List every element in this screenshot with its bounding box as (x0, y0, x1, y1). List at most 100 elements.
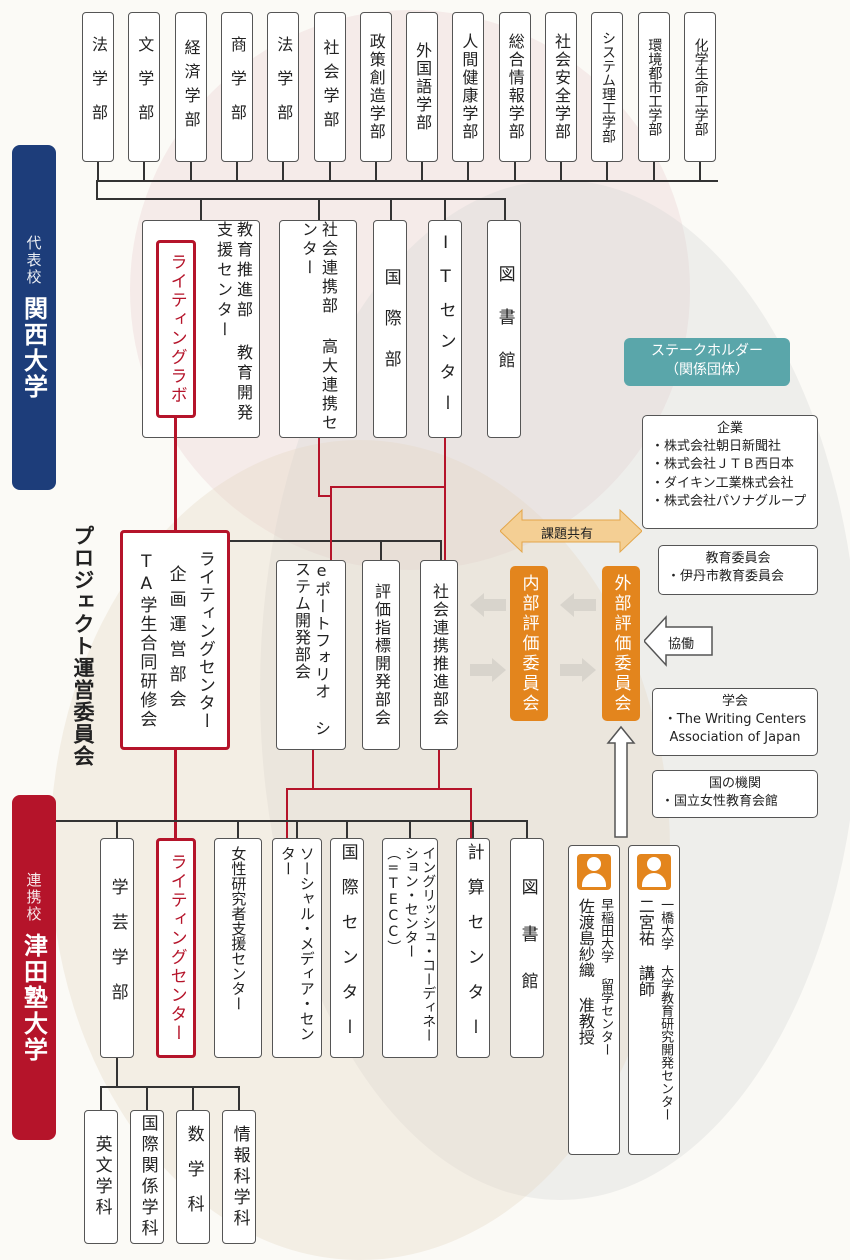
faculty-label: 文学部 (135, 36, 155, 138)
faculty-label: 外国語学部 (413, 42, 433, 132)
dept-tick (146, 1086, 148, 1110)
subgroup-eportfolio-label: eポートフォリオ システム開発部会 (292, 561, 331, 737)
faculty-box: 総合情報学部 (498, 12, 531, 162)
project-committee-title: プロジェクト運営委員会 (71, 525, 95, 767)
person-icon (577, 854, 611, 890)
stakeholder-group: 企業・株式会社朝日新聞社・株式会社ＪＴＢ西日本・ダイキン工業株式会社・株式会社パ… (642, 415, 818, 529)
stakeholder-subtitle: （関係団体） (665, 361, 749, 378)
faculty-box: 化学生命工学部 (683, 12, 716, 162)
stakeholder-group-heading: 教育委員会 (705, 551, 771, 566)
person-icon (637, 854, 671, 890)
cooperate-arrow (644, 615, 713, 667)
writing-center-committee: ライティングセンター 企画運営部会 TA学生合同研修会 (120, 530, 230, 750)
advisor-name: 二宮祐 講師 (635, 898, 655, 997)
gray-arrow-right-bottom-2 (560, 658, 596, 682)
faculty-box: 外国語学部 (406, 12, 439, 162)
top-trunk (96, 180, 98, 200)
faculty-label: 化学生命工学部 (692, 38, 709, 136)
stakeholder-header: ステークホルダー （関係団体） (624, 338, 790, 386)
shared-issues-label: 課題共有 (541, 527, 594, 542)
stakeholder-item: Association of Japan (669, 730, 801, 746)
stakeholder-group-heading: 学会 (721, 694, 748, 709)
faculty-tick (421, 162, 424, 180)
gray-arrow-left-top (470, 593, 506, 617)
faculty-label: 経済学部 (181, 39, 201, 135)
tsuda-unit-tick (296, 820, 298, 838)
faculty-tick (189, 162, 192, 180)
writing-lab: ライティングラボ (156, 240, 196, 418)
subgroup-evaluation: 評価指標開発部会 (362, 560, 400, 750)
red-line-9 (438, 750, 440, 790)
red-line-2 (318, 495, 330, 497)
dept-tick (192, 1086, 194, 1110)
advisor-name: 佐渡島紗織 准教授 (575, 898, 595, 1045)
stakeholder-item: ・株式会社パソナグループ (651, 493, 807, 509)
advisor-arrow-shape (606, 725, 636, 838)
faculty-label: 総合情報学部 (505, 33, 525, 141)
kansai-tick-5 (504, 198, 506, 220)
committee-connector (230, 540, 442, 542)
dept-tick (100, 1086, 102, 1110)
faculty-label: 法学部 (89, 36, 108, 138)
tsuda-unit-tick (237, 820, 239, 838)
faculty-tick (143, 162, 146, 180)
external-evaluation: 外部評価委員会 (602, 566, 640, 721)
faculty-box: 経済学部 (174, 12, 207, 162)
kansai-unit-social-label: 社会連携部 高大連携センター (299, 221, 338, 433)
stakeholder-group-heading: 国の機関 (708, 776, 761, 791)
red-line-lab-to-committee (174, 418, 177, 530)
dept-box: 情報科学科 (222, 1110, 256, 1244)
tsuda-unit: 計算センター (456, 838, 490, 1058)
faculty-label: 法学部 (274, 36, 294, 138)
faculty-tick (374, 162, 377, 180)
faculty-box: 社会学部 (313, 12, 346, 162)
cooperate-arrow-shape (644, 615, 713, 667)
dept-box: 英文学科 (84, 1110, 118, 1244)
tsuda-unit: 学芸学部 (100, 838, 134, 1058)
tsuda-unit: 図書館 (510, 838, 544, 1058)
faculty-box: 商学部 (220, 12, 253, 162)
faculty-label: 環境都市工学部 (646, 38, 663, 136)
faculty-box: 環境都市工学部 (637, 12, 670, 162)
faculty-tick (467, 162, 470, 180)
kansai-unit-it: ITセンター (428, 220, 462, 438)
tsuda-unit-label: 女性研究者支援センター (229, 845, 248, 1011)
tsuda-unit-label: 計算センター (463, 843, 484, 1053)
kansai-unit-intl: 国際部 (373, 220, 407, 438)
advisor-up-arrow (606, 725, 636, 838)
tsuda-unit-tick (409, 820, 411, 838)
committee-line-2: 企画運営部会 (165, 565, 186, 715)
stakeholder-item: ・株式会社朝日新聞社 (651, 439, 782, 455)
faculty-tick (606, 162, 609, 180)
faculty-label: 社会学部 (320, 39, 340, 135)
gray-arrow-right-bottom (470, 658, 506, 682)
subgroup-eportfolio: eポートフォリオ システム開発部会 (276, 560, 346, 750)
faculty-box: 人間健康学部 (452, 12, 485, 162)
kansai-unit-it-label: ITセンター (435, 233, 456, 425)
faculty-label: 人間健康学部 (459, 33, 479, 141)
kansai-side-label: 代表校 関西大学 (12, 145, 56, 490)
subgroup-evaluation-label: 評価指標開発部会 (372, 583, 391, 727)
kansai-unit-education-label: 教育推進部 教育開発支援センター (214, 221, 253, 424)
faculty-tick (652, 162, 655, 180)
tsuda-unit: 国際センター (330, 838, 364, 1058)
tsuda-writing-center: ライティングセンター (156, 838, 196, 1058)
kansai-tick-1 (200, 198, 202, 220)
stakeholder-group: 教育委員会・伊丹市教育委員会 (658, 545, 818, 595)
red-line-7 (286, 788, 472, 790)
internal-evaluation: 内部評価委員会 (510, 566, 548, 721)
stakeholder-item: ・ダイキン工業株式会社 (651, 475, 794, 491)
kansai-role: 代表校 (24, 235, 43, 286)
committee-line-1: ライティングセンター (194, 550, 215, 730)
advisor-affiliation: 早稲田大学 留学センター (598, 898, 614, 1056)
kansai-unit-library: 図書館 (487, 220, 521, 438)
kansai-tick-2 (318, 198, 320, 220)
tsuda-unit: 女性研究者支援センター (214, 838, 262, 1058)
faculty-label: 商学部 (227, 36, 247, 138)
stakeholder-title: ステークホルダー (651, 343, 763, 359)
red-line-committee-to-center (174, 750, 177, 838)
gray-arrow-left-top-2 (560, 593, 596, 617)
red-line-6 (312, 750, 314, 790)
advisor-card: 一橋大学 大学教育研究開発センター二宮祐 講師 (628, 845, 680, 1155)
